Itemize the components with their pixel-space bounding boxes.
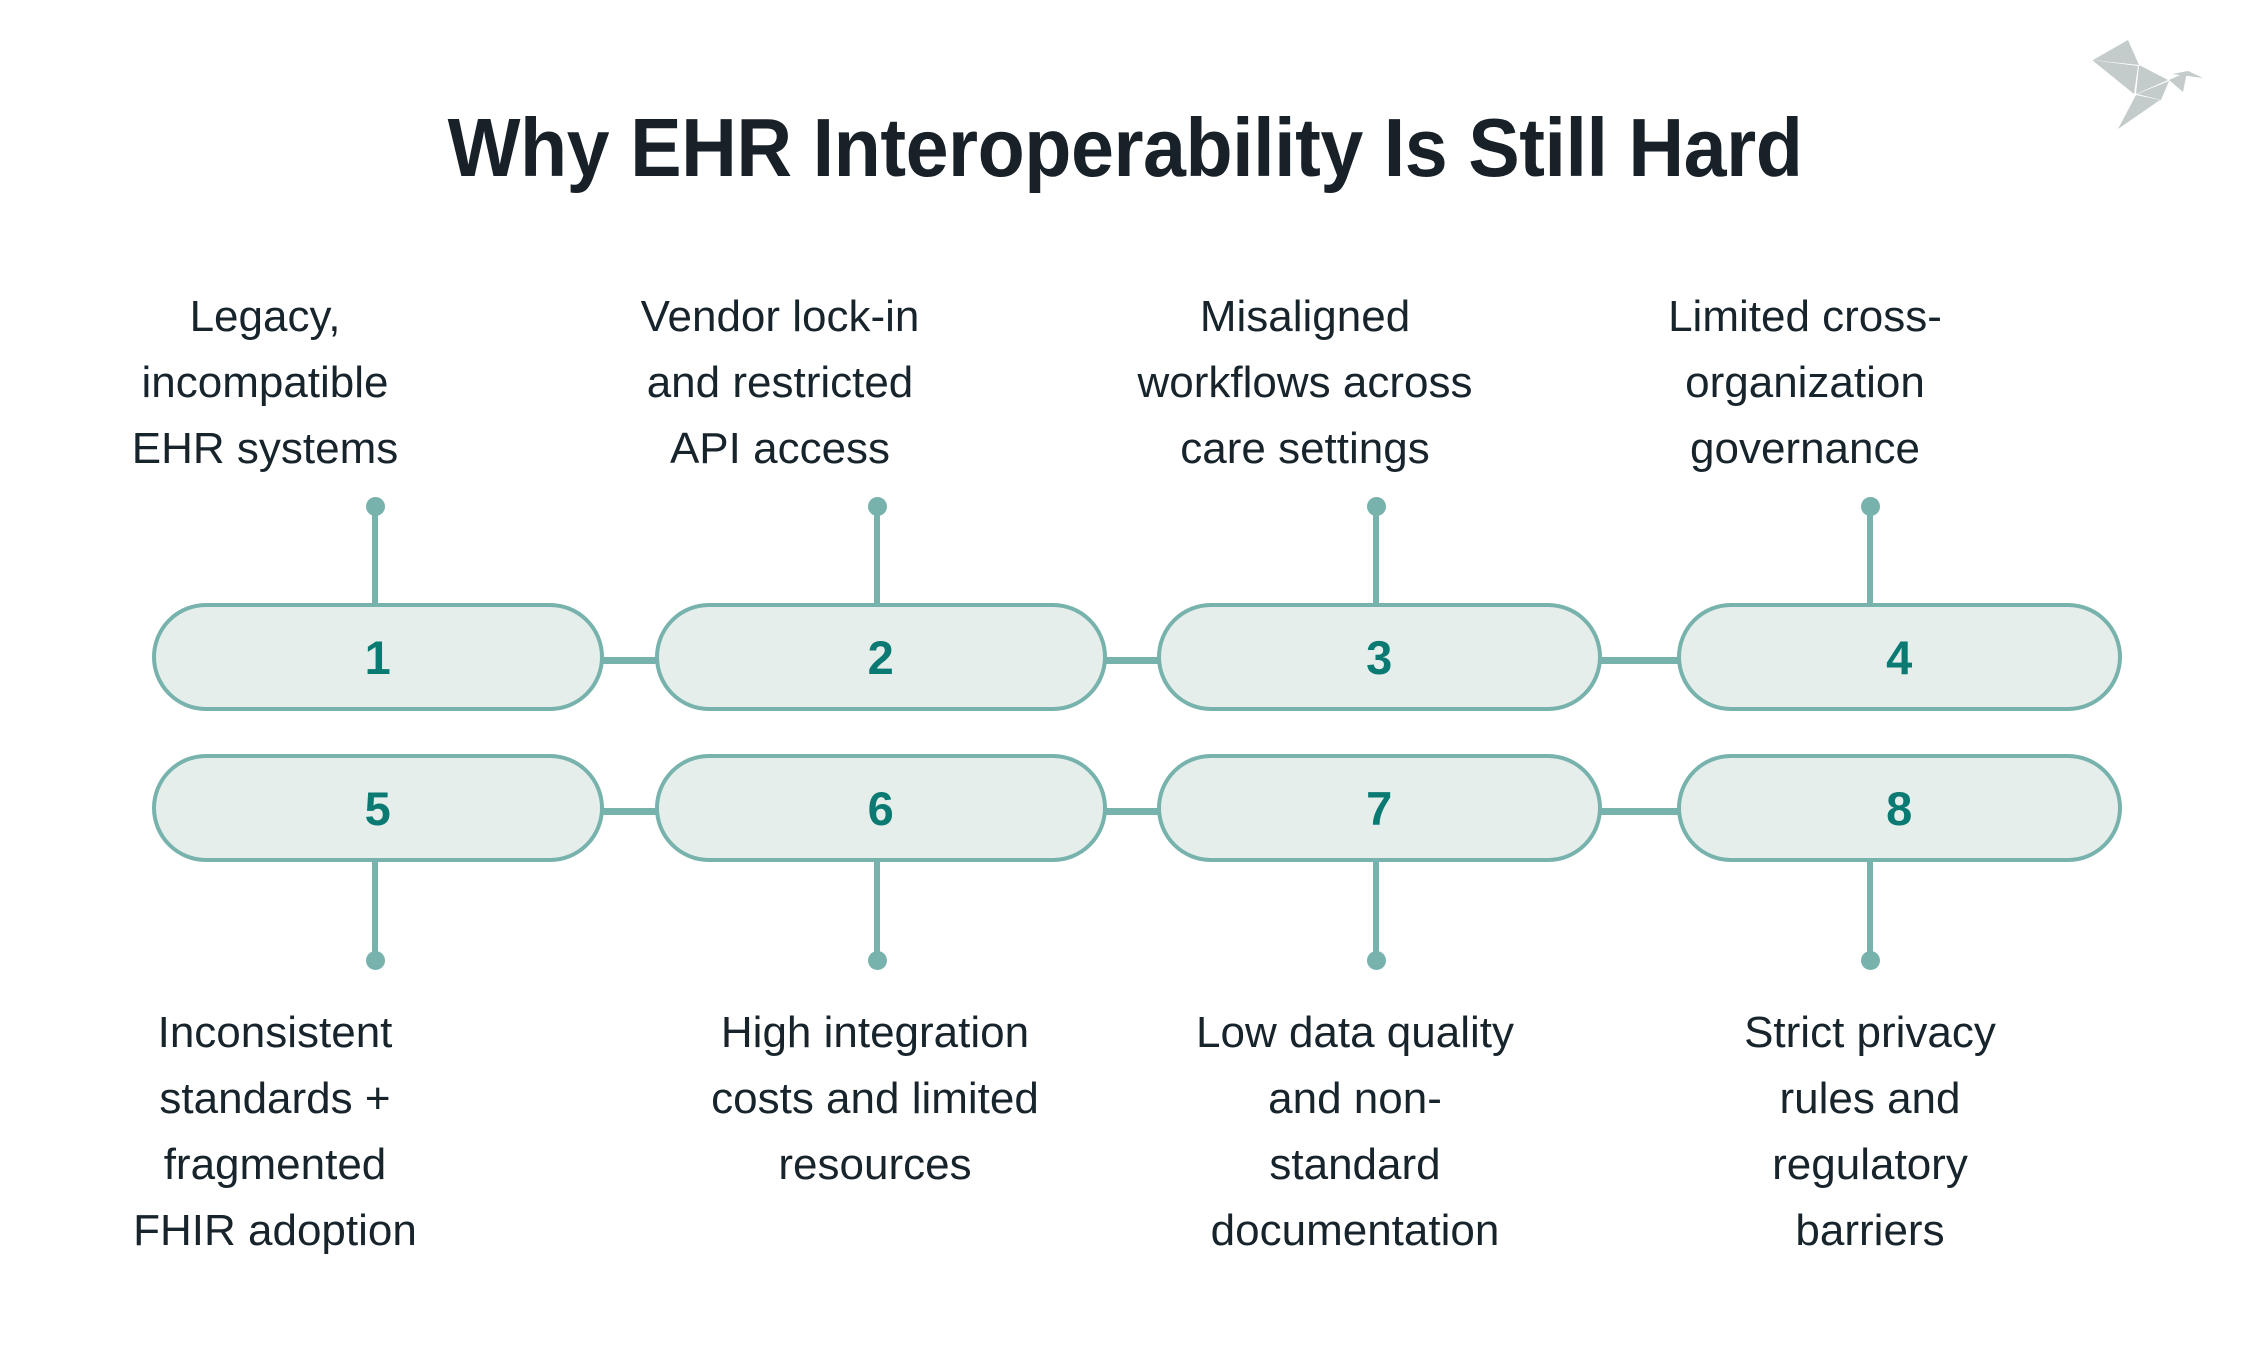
top-label-2: Vendor lock-in and restricted API access	[640, 292, 920, 473]
top-label-3: Misaligned workflows across care setting…	[1137, 292, 1473, 473]
stem-line-7	[1373, 859, 1379, 959]
pill-number-1: 1	[364, 630, 392, 684]
connector-5-6	[600, 808, 670, 815]
stem-line-4	[1867, 506, 1873, 606]
pill-number-4: 4	[1886, 630, 1913, 684]
origami-bird-logo	[2090, 28, 2222, 132]
pill-8[interactable]: 8	[1677, 754, 2122, 862]
pill-number-7: 7	[1366, 781, 1393, 835]
pill-7[interactable]: 7	[1157, 754, 1602, 862]
connector-2-3	[1100, 657, 1170, 664]
pill-6[interactable]: 6	[655, 754, 1107, 862]
pill-number-3: 3	[1366, 630, 1393, 684]
stem-dot-5	[366, 951, 385, 970]
top-label-4: Limited cross- organization governance	[1668, 292, 1942, 473]
stem-line-6	[874, 859, 880, 959]
pill-4[interactable]: 4	[1677, 603, 2122, 711]
pill-1[interactable]: 1	[152, 603, 604, 711]
stem-line-1	[372, 506, 378, 606]
stem-dot-8	[1861, 951, 1880, 970]
pill-2[interactable]: 2	[655, 603, 1107, 711]
pill-number-6: 6	[867, 781, 895, 835]
page-title: Why EHR Interoperability Is Still Hard	[447, 101, 1803, 194]
stem-line-5	[372, 859, 378, 959]
pill-5[interactable]: 5	[152, 754, 604, 862]
pill-number-5: 5	[364, 781, 392, 835]
connector-7-8	[1595, 808, 1685, 815]
stem-line-3	[1373, 506, 1379, 606]
stem-line-2	[874, 506, 880, 606]
stem-dot-6	[868, 951, 887, 970]
top-label-1: Legacy, incompatible EHR systems	[131, 292, 399, 473]
stem-line-8	[1867, 859, 1873, 959]
pill-number-2: 2	[867, 630, 895, 684]
bottom-label-7: Low data quality and non- standard docum…	[1196, 1008, 1514, 1255]
bottom-label-6: High integration costs and limited resou…	[711, 1008, 1039, 1189]
connector-6-7	[1100, 808, 1170, 815]
connector-3-4	[1595, 657, 1685, 664]
bottom-label-8: Strict privacy rules and regulatory barr…	[1744, 1008, 1996, 1255]
pill-3[interactable]: 3	[1157, 603, 1602, 711]
stem-dot-7	[1367, 951, 1386, 970]
pill-number-8: 8	[1886, 781, 1913, 835]
connector-1-2	[600, 657, 670, 664]
bottom-label-5: Inconsistent standards + fragmented FHIR…	[133, 1008, 417, 1255]
